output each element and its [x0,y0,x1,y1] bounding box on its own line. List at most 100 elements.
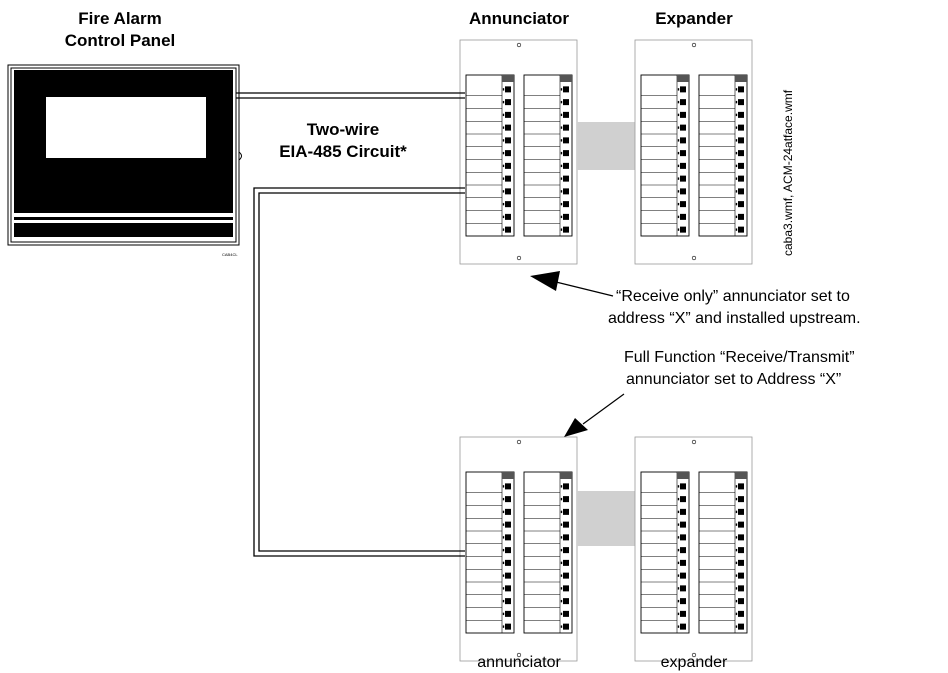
switch-mark [735,574,738,577]
led-indicator [738,610,744,617]
led-indicator [563,150,569,157]
switch-mark [560,561,563,565]
switch-mark [502,612,505,616]
switch-mark [677,485,680,488]
switch-mark [502,536,505,539]
led-indicator [738,124,744,131]
switch-mark [502,139,505,142]
led-indicator [505,598,511,605]
expander-heading: Expander [655,9,733,28]
note-receive-only-line2: address “X” and installed upstream. [608,310,861,327]
switch-mark [677,548,680,552]
switch-mark [502,485,505,488]
switch-mark [560,100,563,104]
switch-mark [560,574,563,577]
file-reference: caba3.wmf, ACM-24atface.wmf [781,89,795,256]
switch-mark [502,164,505,168]
switch-mark [502,228,505,231]
switch-mark [502,215,505,219]
switch-mark [560,612,563,616]
led-indicator [738,623,744,630]
led-indicator [680,124,686,131]
expander-top [634,39,753,265]
switch-mark [735,202,738,206]
led-indicator [563,188,569,195]
switch-mark [735,561,738,565]
control-panel: CAB4CL [7,64,242,257]
switch-mark [560,625,563,628]
led-indicator [738,483,744,490]
led-indicator [505,610,511,617]
switch-mark [560,151,563,155]
led-indicator [563,483,569,490]
switch-mark [677,599,680,603]
switch-mark [677,151,680,155]
facp-title-line2: Control Panel [65,31,176,50]
switch-mark [560,113,563,117]
switch-mark [560,548,563,552]
switch-mark [677,215,680,219]
switch-mark [677,625,680,628]
led-indicator [505,483,511,490]
switch-mark [735,228,738,231]
switch-mark [502,177,505,180]
led-indicator [563,559,569,566]
switch-mark [560,88,563,91]
led-indicator [563,547,569,554]
led-indicator [505,137,511,144]
led-indicator [680,175,686,182]
switch-mark [502,100,505,104]
led-indicator [563,99,569,106]
led-indicator [680,623,686,630]
led-indicator [563,213,569,220]
led-indicator [680,534,686,541]
led-indicator [738,226,744,233]
annunciator-top [459,39,578,265]
led-indicator [738,150,744,157]
note-full-function-line1: Full Function “Receive/Transmit” [624,349,855,366]
switch-mark [677,561,680,565]
annunciator-column [465,471,515,634]
switch-mark [560,126,563,129]
note-receive-only-line1: “Receive only” annunciator set to [616,288,850,305]
switch-mark [560,202,563,206]
eia485-wiring [236,92,465,557]
switch-mark [735,510,738,514]
led-indicator [505,175,511,182]
column-header-bar [735,75,747,82]
switch-mark [560,228,563,231]
led-indicator [680,111,686,118]
led-indicator [680,610,686,617]
led-indicator [680,585,686,592]
switch-mark [502,561,505,565]
switch-mark [735,88,738,91]
switch-mark [677,113,680,117]
led-indicator [738,547,744,554]
switch-mark [735,599,738,603]
led-indicator [680,213,686,220]
switch-mark [735,126,738,129]
switch-mark [560,599,563,603]
column-header-bar [502,472,514,479]
led-indicator [505,496,511,503]
led-indicator [505,162,511,169]
switch-mark [502,126,505,129]
switch-mark [735,587,738,590]
annunciator-column [465,74,515,237]
switch-mark [560,190,563,193]
switch-mark [735,177,738,180]
led-indicator [563,496,569,503]
led-indicator [563,201,569,208]
switch-mark [560,215,563,219]
led-indicator [505,188,511,195]
led-indicator [505,150,511,157]
led-indicator [563,162,569,169]
led-indicator [738,559,744,566]
switch-mark [502,574,505,577]
led-indicator [505,572,511,579]
led-indicator [680,483,686,490]
column-header-bar [677,472,689,479]
switch-mark [677,88,680,91]
led-indicator [505,99,511,106]
switch-mark [560,164,563,168]
